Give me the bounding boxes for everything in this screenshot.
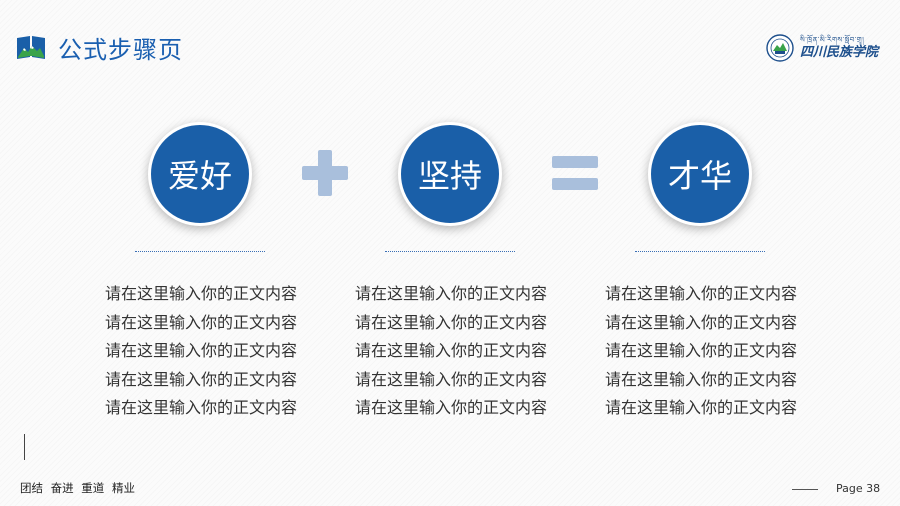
body-text-line: 请在这里输入你的正文内容 [354, 341, 547, 360]
dotted-divider [135, 251, 265, 252]
page-number-rule [792, 489, 818, 490]
university-tibetan-name: སི་ཁྲོན་མི་རིགས་སློབ་གྲྭ། [799, 36, 865, 44]
text-column-3: 请在这里输入你的正文内容 请在这里输入你的正文内容 请在这里输入你的正文内容 请… [596, 280, 806, 423]
body-text-line: 请在这里输入你的正文内容 [604, 341, 797, 360]
body-text-line: 请在这里输入你的正文内容 [104, 341, 297, 360]
dotted-divider [635, 251, 765, 252]
body-text-line: 请在这里输入你的正文内容 [604, 398, 797, 417]
body-text-line: 请在这里输入你的正文内容 [604, 312, 797, 332]
equals-icon [552, 154, 598, 192]
footer-motto: 团结 奋进 重道 精业 [20, 481, 135, 495]
page-number: Page 38 [836, 482, 881, 495]
dotted-divider [385, 251, 515, 252]
university-name: 四川民族学院 [799, 45, 878, 60]
page-title: 公式步骤页 [58, 35, 183, 64]
body-text-line: 请在这里输入你的正文内容 [604, 369, 797, 389]
university-seal-icon [766, 34, 794, 62]
body-text-line: 请在这里输入你的正文内容 [354, 398, 547, 417]
body-text-line: 请在这里输入你的正文内容 [104, 369, 297, 389]
formula-term-talent: 才华 [648, 122, 752, 226]
body-text-line: 请在这里输入你的正文内容 [354, 284, 547, 303]
body-text-line: 请在这里输入你的正文内容 [104, 398, 297, 417]
body-text-line: 请在这里输入你的正文内容 [354, 369, 547, 389]
formula-term-hobby: 爱好 [148, 122, 252, 226]
body-text-line: 请在这里输入你的正文内容 [104, 284, 297, 303]
text-column-2: 请在这里输入你的正文内容 请在这里输入你的正文内容 请在这里输入你的正文内容 请… [346, 280, 556, 423]
formula-term-persistence: 坚持 [398, 122, 502, 226]
text-column-1: 请在这里输入你的正文内容 请在这里输入你的正文内容 请在这里输入你的正文内容 请… [96, 280, 306, 423]
university-logo: སི་ཁྲོན་མི་རིགས་སློབ་གྲྭ། 四川民族学院 [766, 34, 878, 62]
body-text-line: 请在这里输入你的正文内容 [604, 284, 797, 303]
plus-icon [302, 150, 348, 196]
footer-vertical-rule [24, 434, 25, 460]
mountain-book-icon [17, 36, 45, 59]
slide-header: 公式步骤页 [16, 30, 183, 64]
body-text-line: 请在这里输入你的正文内容 [354, 312, 547, 332]
body-text-line: 请在这里输入你的正文内容 [104, 312, 297, 332]
